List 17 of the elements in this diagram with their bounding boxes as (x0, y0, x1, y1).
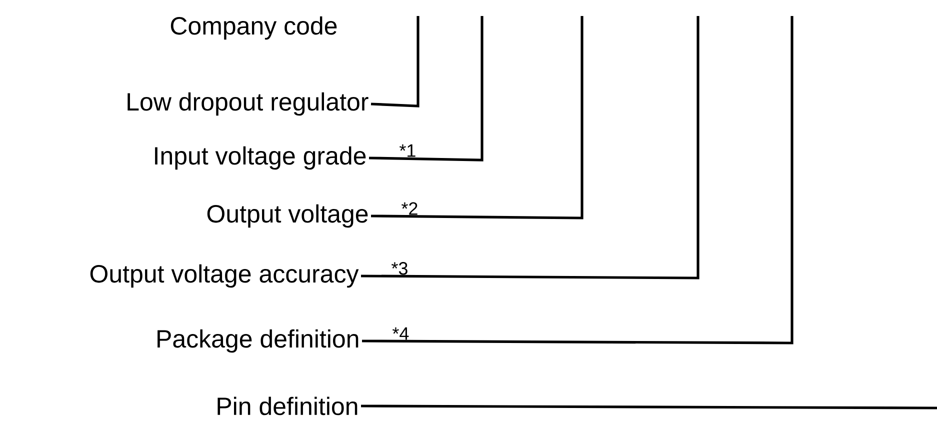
part-label: Low dropout regulator (128, 92, 368, 116)
edge-label: *1 (400, 144, 416, 157)
part-label: Output voltage accuracy (90, 264, 359, 288)
part-label: Company code (170, 16, 337, 40)
leader-line (361, 16, 700, 280)
edge-label: *2 (402, 202, 418, 215)
leader-line (362, 16, 794, 344)
part-label: Input voltage grade (155, 146, 366, 170)
leader-line (371, 16, 584, 220)
part-label: Package definition (158, 329, 358, 353)
edge-label: *3 (392, 262, 408, 275)
part-label: Pin definition (218, 396, 358, 416)
leader-line (361, 404, 937, 410)
part-label: Output voltage (207, 204, 368, 228)
edge-label: *4 (392, 327, 409, 340)
leader-line (370, 16, 420, 108)
leader-line (368, 16, 484, 162)
